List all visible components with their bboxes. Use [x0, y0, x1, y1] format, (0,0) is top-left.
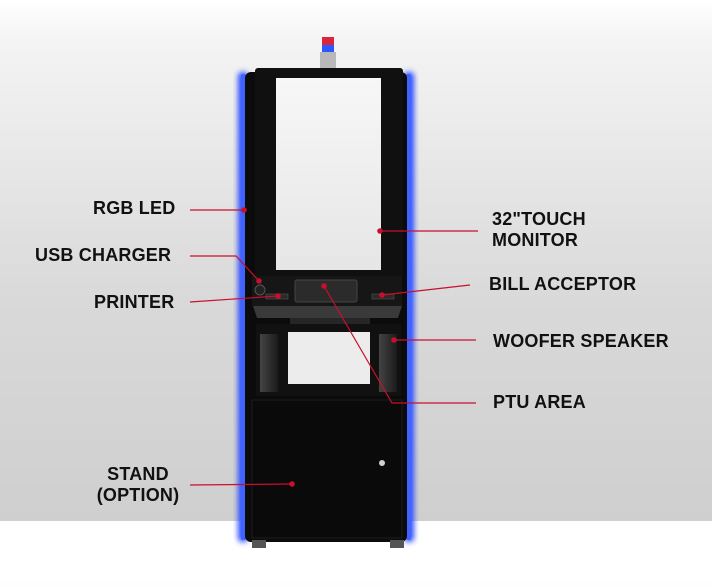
- beacon-blue-segment: [322, 45, 334, 52]
- callout-line-usb-charger: [190, 255, 260, 282]
- label-usb-charger: USB CHARGER: [35, 245, 172, 265]
- beacon-base: [320, 52, 336, 70]
- label-touch-monitor-line2: MONITOR: [492, 230, 579, 250]
- ptu-window: [294, 279, 358, 303]
- callout-dots: [241, 207, 397, 487]
- label-stand: STAND (OPTION): [88, 464, 188, 506]
- label-stand-line2: (OPTION): [96, 485, 180, 505]
- label-stand-line1: STAND: [107, 464, 169, 484]
- label-printer: PRINTER: [94, 292, 175, 312]
- beacon-light: [320, 37, 336, 70]
- right-woofer-panel: [379, 334, 397, 392]
- callout-line-bill-acceptor: [381, 284, 471, 296]
- label-rgb-led: RGB LED: [93, 198, 176, 218]
- right-foot: [390, 540, 404, 548]
- label-touch-monitor-line1: 32"TOUCH: [492, 209, 586, 229]
- label-touch-monitor: 32"TOUCH MONITOR: [492, 209, 586, 251]
- callout-dot-ptu-area: [321, 283, 327, 289]
- callout-dot-stand: [289, 481, 295, 487]
- usb-charger-port: [254, 284, 266, 296]
- left-woofer-panel: [260, 334, 278, 392]
- cabinet: [245, 68, 407, 548]
- right-led-strip: [406, 74, 411, 540]
- stand-door: [251, 399, 403, 539]
- callout-dot-rgb-led: [241, 207, 247, 213]
- beacon-red-segment: [322, 37, 334, 45]
- label-ptu-area: PTU AREA: [493, 392, 586, 412]
- callout-dot-monitor: [377, 228, 383, 234]
- ledge-lip: [290, 318, 370, 324]
- callout-lines: [189, 209, 478, 486]
- ptu-area-panel: [288, 332, 370, 384]
- callout-dot-printer: [275, 293, 281, 299]
- callout-dot-usb-charger: [256, 278, 262, 284]
- callout-line-ptu-area: [323, 285, 476, 404]
- callout-line-printer: [189, 295, 279, 303]
- ledge: [253, 306, 402, 318]
- callout-line-stand: [189, 483, 293, 486]
- door-lock: [379, 460, 385, 466]
- left-foot: [252, 540, 266, 548]
- left-led-strip: [241, 74, 246, 540]
- label-bill-acceptor: BILL ACCEPTOR: [489, 274, 637, 294]
- callout-dot-bill-acceptor: [379, 292, 385, 298]
- callout-dot-woofer: [391, 337, 397, 343]
- label-woofer-speaker: WOOFER SPEAKER: [493, 331, 669, 351]
- touch-monitor-screen: [276, 78, 381, 270]
